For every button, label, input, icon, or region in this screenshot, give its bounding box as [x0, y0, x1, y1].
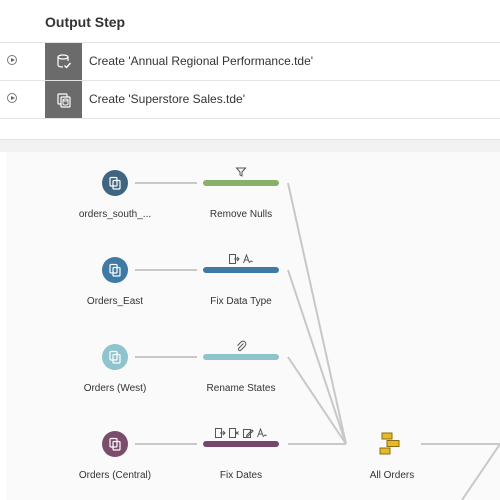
input-node-orders-south[interactable]: [102, 170, 128, 196]
step-change-icons: [203, 253, 279, 267]
step-bar-fix-dates[interactable]: [203, 441, 279, 447]
input-node-orders-west[interactable]: [102, 344, 128, 370]
remove-icon: [229, 428, 239, 438]
filter-icon: [235, 167, 247, 177]
union-node-all-orders[interactable]: [379, 432, 401, 461]
input-label: Orders (Central): [78, 470, 152, 481]
expand-row-icon[interactable]: [7, 55, 17, 65]
field-icon: [229, 254, 240, 264]
union-label: All Orders: [369, 470, 415, 481]
file-copy-icon: [109, 437, 121, 451]
input-label: Orders_East: [86, 296, 144, 307]
database-copy-icon: [45, 81, 82, 118]
output-row-superstore-sales[interactable]: Create 'Superstore Sales.tde': [0, 81, 500, 119]
field-icon: [215, 428, 226, 438]
output-row-label: Create 'Annual Regional Performance.tde': [89, 54, 314, 68]
file-copy-icon: [109, 350, 121, 364]
input-label: Orders (West): [83, 383, 147, 394]
panel-title: Output Step: [45, 14, 126, 30]
file-copy-icon: [109, 263, 121, 277]
step-label: Fix Dates: [219, 470, 263, 481]
output-row-label: Create 'Superstore Sales.tde': [89, 92, 245, 106]
paperclip-icon: [237, 340, 247, 352]
step-label: Rename States: [206, 383, 276, 394]
step-change-icons: [203, 340, 279, 354]
file-copy-icon: [109, 176, 121, 190]
step-bar-fix-data-type[interactable]: [203, 267, 279, 273]
step-change-icons: [203, 427, 279, 441]
step-bar-remove-nulls[interactable]: [203, 180, 279, 186]
input-node-orders-central[interactable]: [102, 431, 128, 457]
database-check-icon: [45, 43, 82, 80]
flow-canvas[interactable]: orders_south_... Orders_East Orders (Wes…: [6, 152, 500, 500]
output-step-header: Output Step: [0, 0, 500, 43]
step-label: Fix Data Type: [210, 296, 272, 307]
step-label: Remove Nulls: [209, 209, 273, 220]
output-row-annual-regional[interactable]: Create 'Annual Regional Performance.tde': [0, 43, 500, 81]
panel-divider: [0, 139, 500, 152]
rename-icon: [243, 253, 253, 264]
input-node-orders-east[interactable]: [102, 257, 128, 283]
edit-icon: [243, 429, 254, 438]
step-bar-rename-states[interactable]: [203, 354, 279, 360]
expand-row-icon[interactable]: [7, 93, 17, 103]
rename-icon: [257, 427, 267, 438]
input-label: orders_south_...: [78, 209, 152, 220]
step-change-icons: [203, 166, 279, 180]
output-step-panel: Output Step Create 'Annual Regional Perf…: [0, 0, 500, 139]
union-icon: [379, 432, 400, 455]
flow-connectors: [135, 182, 500, 500]
